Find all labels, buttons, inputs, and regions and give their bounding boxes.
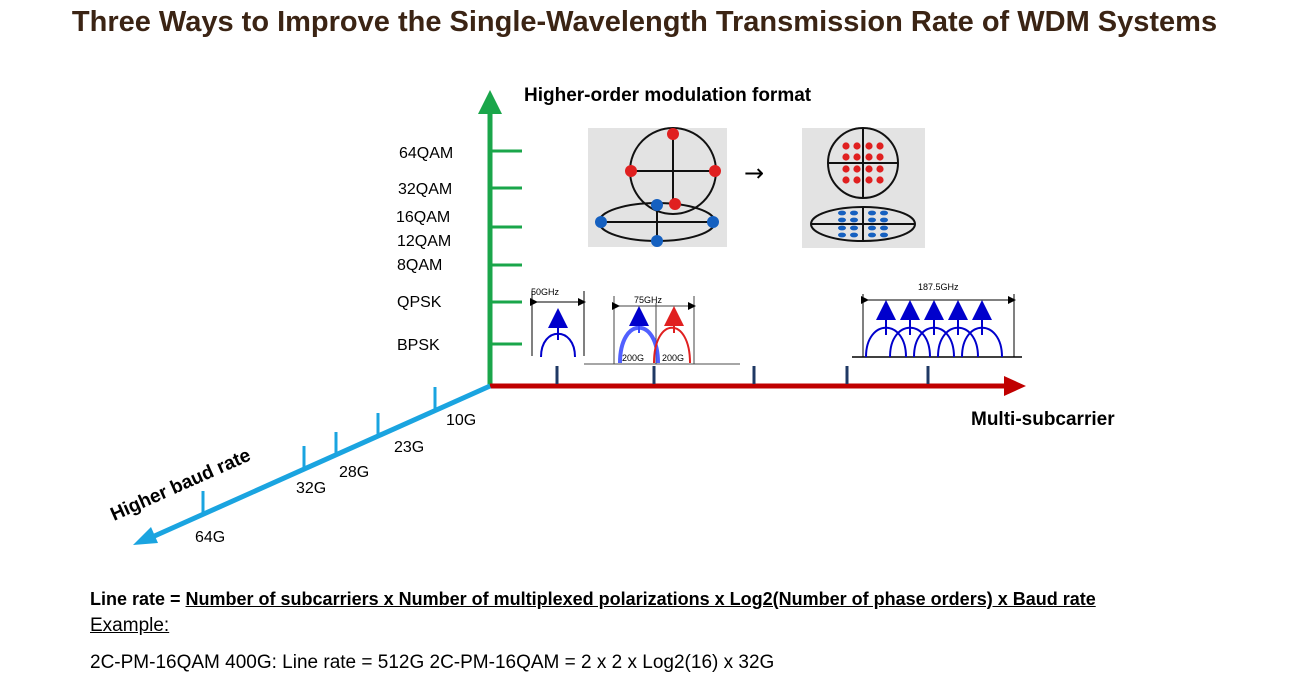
modulation-label: 8QAM xyxy=(397,257,442,274)
spectrum-width-label: 50GHz xyxy=(531,287,560,297)
vertical-axis xyxy=(478,90,502,386)
modulation-label: 32QAM xyxy=(398,181,452,198)
diagonal-axis-title: Higher baud rate xyxy=(107,445,253,526)
spectrum-single-carrier: 50GHz xyxy=(530,287,586,358)
baud-label: 32G xyxy=(296,480,326,497)
baud-label: 28G xyxy=(339,464,369,481)
baud-label: 23G xyxy=(394,439,424,456)
spectrum-width-label: 75GHz xyxy=(634,295,663,305)
diagonal-axis xyxy=(133,383,492,545)
spectrum-multi-carrier: 187.5GHz xyxy=(852,282,1022,358)
baud-ticks xyxy=(201,387,437,514)
horizontal-axis xyxy=(490,376,1026,396)
carrier-rate-label: 200G xyxy=(622,353,644,363)
page-title: Three Ways to Improve the Single-Wavelen… xyxy=(71,6,1218,38)
subcarrier-ticks xyxy=(555,366,930,384)
transition-arrow: → xyxy=(744,159,764,187)
example-label: Example: xyxy=(90,615,170,636)
constellation-low-order xyxy=(588,127,727,247)
modulation-ticks xyxy=(490,149,522,346)
carrier-rate-label: 200G xyxy=(662,353,684,363)
spectrum-dual-carrier: 75GHz 200G 200G xyxy=(584,295,740,365)
baud-label: 64G xyxy=(195,529,225,546)
vertical-axis-title: Higher-order modulation format xyxy=(524,85,812,106)
formula-expression: Number of subcarriers x Number of multip… xyxy=(185,589,1096,609)
modulation-label: 64QAM xyxy=(399,145,453,162)
horizontal-axis-title: Multi-subcarrier xyxy=(971,409,1115,430)
spectrum-width-label: 187.5GHz xyxy=(918,282,959,292)
example-text: 2C-PM-16QAM 400G: Line rate = 512G 2C-PM… xyxy=(90,652,775,673)
formula-prefix: Line rate = xyxy=(90,589,186,609)
modulation-label: 16QAM xyxy=(396,209,450,226)
constellation-high-order xyxy=(802,127,925,248)
line-rate-formula: Line rate = Number of subcarriers x Numb… xyxy=(90,589,1096,610)
modulation-label: BPSK xyxy=(397,337,440,354)
modulation-label: 12QAM xyxy=(397,233,451,250)
modulation-label: QPSK xyxy=(397,294,442,311)
baud-label: 10G xyxy=(446,412,476,429)
